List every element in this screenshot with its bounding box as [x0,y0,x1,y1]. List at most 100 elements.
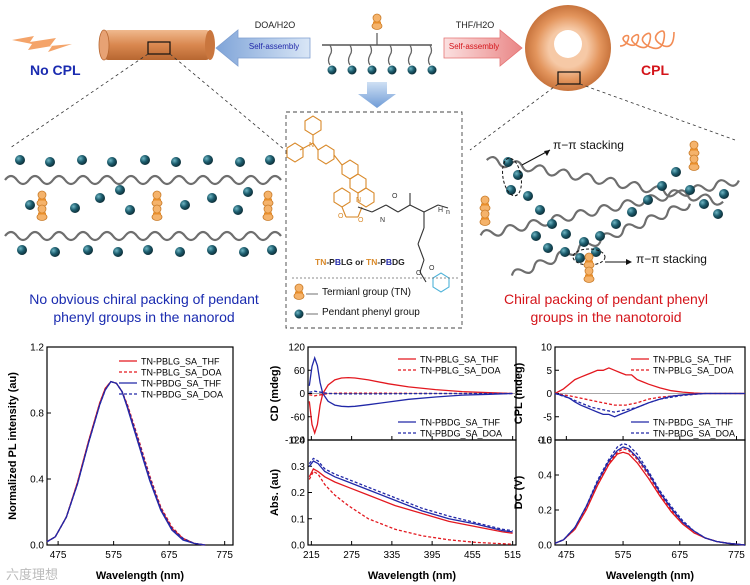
series-line-TN-PBDG_SA_THF [554,392,745,418]
series-line-TN-PBDG_SA_DOA [46,380,206,546]
legend-label: TN-PBLG_SA_DOA [141,368,222,378]
molecule-atom-labels: N O O N [309,142,364,224]
zoom-lines [9,53,736,151]
nanorod-packing [4,155,282,257]
x-tick-label: 455 [464,550,481,561]
cpl-label: CPL [641,62,669,78]
y-tick-label: 0.8 [30,409,44,420]
unpolarized-light-icon [12,36,72,52]
y-tick-label: 0.0 [291,541,305,552]
x-tick-label: 275 [343,550,360,561]
x-tick-label: 775 [216,550,233,561]
y-axis-label: DC (V) [513,475,525,509]
schematic: N O O N O N O O H n TN-PBLG or TN-PBDG [4,5,740,329]
left-arrow-label: Self-assembly [248,42,300,51]
molecule-structure [286,115,450,293]
x-tick-label: 575 [105,550,122,561]
plot-frame [307,439,517,546]
y-tick-label: 0 [299,389,305,400]
arrow-down [358,82,396,108]
y-tick-label: 0.1 [291,514,305,525]
legend-phenyl-label: Pendant phenyl group [322,307,420,318]
pi-stacking-label-top: π−π stacking [553,138,624,152]
y-tick-label: 0.0 [538,541,552,552]
series-line-TN-PBDG_SA_DOA [554,392,745,413]
no-cpl-label: No CPL [30,62,81,78]
series-line-TN-PBDG_SA_THF [46,380,206,546]
y-tick-label: 0.2 [538,506,552,517]
svg-text:O: O [392,193,398,200]
legend-label: TN-PBDG_SA_THF [420,418,501,428]
y-tick-label: 0.6 [538,436,552,447]
series-line-TN-PBLG_SA_DOA [308,470,513,545]
y-tick-label: 0.4 [30,475,44,486]
series-line-TN-PBLG_SA_DOA [46,380,206,546]
y-tick-label: 120 [288,343,305,354]
y-tick-label: -5 [543,412,552,423]
legend-label: TN-PBLG_SA_DOA [420,366,501,376]
x-axis-label: Wavelength (nm) [96,570,185,582]
polymer-name-label: TN-PBLG or TN-PBDG [315,257,405,267]
series-line-TN-PBLG_SA_THF [554,367,745,395]
x-tick-label: 215 [303,550,320,561]
legend-tn-label: Termianl group (TN) [322,287,411,298]
series-line-TN-PBLG_SA_THF [308,376,513,436]
x-tick-label: 675 [671,550,688,561]
legend-label: TN-PBDG_SA_DOA [653,429,735,439]
svg-text:N: N [356,197,361,204]
nanotoroid [525,5,611,91]
series-line-TN-PBDG_SA_THF [554,446,746,546]
plot-frame [554,439,746,546]
y-tick-label: 0.4 [291,436,305,447]
arrow-right [443,29,523,67]
y-tick-label: -60 [291,412,306,423]
y-tick-label: 0 [546,389,552,400]
legend-label: TN-PBLG_SA_THF [653,355,732,365]
pi-stacking-label-bottom: π−π stacking [636,252,707,266]
svg-text:O: O [416,270,422,277]
svg-text:N: N [380,217,385,224]
series-line-TN-PBLG_SA_DOA [554,448,746,546]
legend-label: TN-PBLG_SA_THF [420,355,499,365]
molecule-box [285,111,463,329]
legend-label: TN-PBDG_SA_THF [141,379,222,389]
svg-text:n: n [446,209,450,216]
y-axis-label: Normalized PL intensity (au) [7,372,19,520]
y-axis-label: Abs. (au) [269,469,281,516]
y-tick-label: 0.2 [291,488,305,499]
legend-phenyl-icon [294,309,304,319]
polymer-brush [322,13,437,75]
y-tick-label: -120 [285,436,305,447]
plot-frame [46,346,234,546]
svg-text:O: O [338,213,344,220]
y-axis-label: CD (mdeg) [269,365,281,421]
legend-label: TN-PBDG_SA_DOA [420,429,502,439]
y-tick-label: 1.2 [30,343,44,354]
right-arrow-solvent: THF/H2O [455,20,495,30]
nanotoroid-packing [479,140,740,283]
series-line-TN-PBDG_SA_THF [308,460,513,533]
y-tick-label: 0.3 [291,462,305,473]
y-tick-label: 10 [541,343,553,354]
legend-label: TN-PBDG_SA_THF [653,418,734,428]
x-axis-label: Wavelength (nm) [368,570,457,582]
series-line-TN-PBLG_SA_THF [554,451,746,546]
series-line-TN-PBDG_SA_THF [308,355,513,408]
caption-nanorod: No obvious chiral packing of pendant phe… [29,291,259,325]
x-tick-label: 515 [504,550,521,561]
svg-text:N: N [309,142,314,149]
x-tick-label: 775 [728,550,745,561]
x-tick-label: 395 [424,550,441,561]
watermark: 六度理想 [6,567,59,582]
caption-nanotoroid: Chiral packing of pendant phenyl groups … [504,291,708,325]
y-tick-label: 0.4 [538,471,552,482]
x-tick-label: 675 [161,550,178,561]
svg-text:O: O [429,265,435,272]
left-arrow-solvent: DOA/H2O [254,20,296,30]
y-tick-label: 60 [294,366,306,377]
